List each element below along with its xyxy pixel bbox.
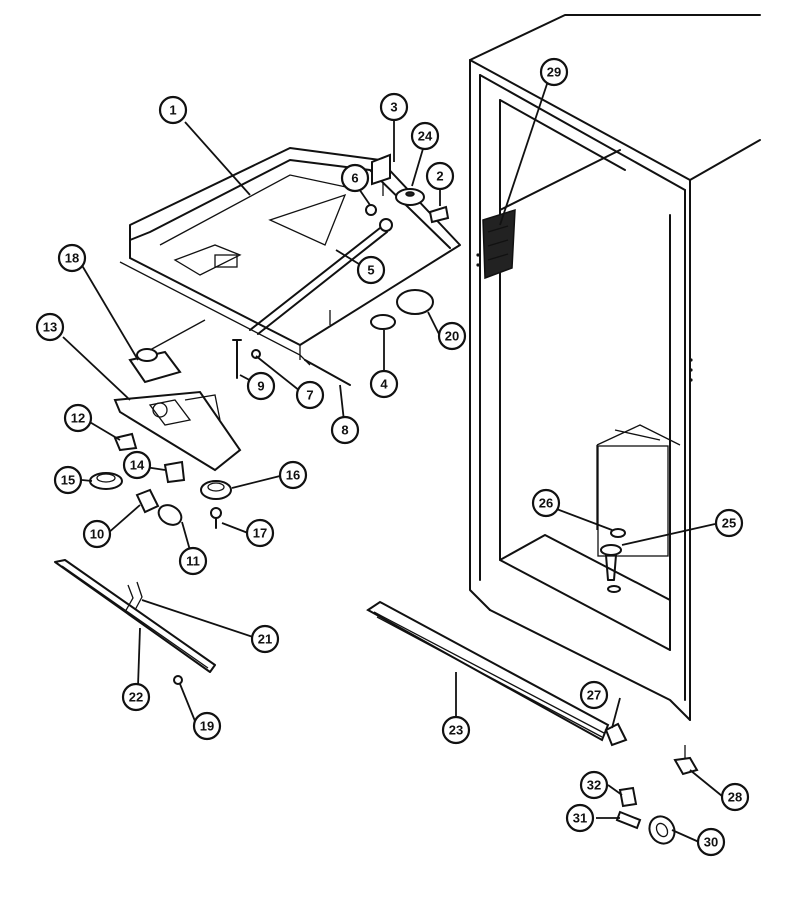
svg-text:11: 11 — [186, 554, 200, 569]
callout-7: 7 — [295, 380, 325, 410]
svg-text:20: 20 — [445, 329, 459, 344]
svg-text:28: 28 — [728, 790, 742, 805]
callout-15: 15 — [53, 465, 83, 495]
svg-text:32: 32 — [587, 778, 601, 793]
callout-28: 28 — [720, 782, 750, 812]
callout-25: 25 — [714, 508, 744, 538]
svg-text:7: 7 — [306, 388, 313, 403]
svg-text:12: 12 — [71, 411, 85, 426]
svg-text:10: 10 — [90, 527, 104, 542]
control-housing-illustration — [89, 319, 242, 529]
callout-6: 6 — [340, 163, 370, 193]
callout-2: 2 — [425, 161, 455, 191]
svg-text:24: 24 — [418, 129, 433, 144]
svg-text:14: 14 — [130, 458, 145, 473]
callouts: 1 2 3 4 5 6 7 8 9 10 11 12 13 14 15 16 1… — [35, 57, 750, 857]
svg-text:8: 8 — [341, 423, 348, 438]
callout-30: 30 — [696, 827, 726, 857]
callout-13: 13 — [35, 312, 65, 342]
callout-9: 9 — [246, 371, 276, 401]
callout-14: 14 — [122, 450, 152, 480]
svg-text:5: 5 — [367, 263, 374, 278]
svg-text:4: 4 — [380, 377, 388, 392]
svg-text:3: 3 — [390, 100, 397, 115]
callout-19: 19 — [192, 711, 222, 741]
svg-text:15: 15 — [61, 473, 75, 488]
svg-text:6: 6 — [351, 171, 358, 186]
svg-text:19: 19 — [200, 719, 214, 734]
svg-text:27: 27 — [587, 688, 601, 703]
callout-8: 8 — [330, 415, 360, 445]
svg-text:30: 30 — [704, 835, 718, 850]
cabinet-illustration — [469, 14, 761, 721]
base-parts-illustration — [54, 559, 699, 845]
callout-32: 32 — [579, 770, 609, 800]
callout-24: 24 — [410, 121, 440, 151]
callout-22: 22 — [121, 682, 151, 712]
callout-17: 17 — [245, 518, 275, 548]
leader-lines — [62, 74, 723, 843]
callout-20: 20 — [437, 321, 467, 351]
callout-12: 12 — [63, 403, 93, 433]
callout-5: 5 — [356, 255, 386, 285]
callout-4: 4 — [369, 369, 399, 399]
svg-text:18: 18 — [65, 251, 79, 266]
svg-text:26: 26 — [539, 496, 553, 511]
svg-text:23: 23 — [449, 723, 463, 738]
svg-text:21: 21 — [258, 632, 272, 647]
callout-31: 31 — [565, 803, 595, 833]
svg-text:9: 9 — [257, 379, 264, 394]
callout-27: 27 — [579, 680, 609, 710]
svg-text:22: 22 — [129, 690, 143, 705]
svg-text:31: 31 — [573, 811, 587, 826]
callout-18: 18 — [57, 243, 87, 273]
callout-11: 11 — [178, 546, 208, 576]
callout-29: 29 — [539, 57, 569, 87]
svg-text:1: 1 — [169, 103, 176, 118]
svg-text:29: 29 — [547, 65, 561, 80]
svg-text:13: 13 — [43, 320, 57, 335]
callout-23: 23 — [441, 715, 471, 745]
svg-text:2: 2 — [436, 169, 443, 184]
callout-21: 21 — [250, 624, 280, 654]
svg-text:16: 16 — [286, 468, 300, 483]
svg-text:17: 17 — [253, 526, 267, 541]
svg-text:25: 25 — [722, 516, 736, 531]
callout-16: 16 — [278, 460, 308, 490]
top-cover-illustration — [119, 147, 461, 386]
callout-26: 26 — [531, 488, 561, 518]
callout-10: 10 — [82, 519, 112, 549]
callout-3: 3 — [379, 92, 409, 122]
callout-1: 1 — [158, 95, 188, 125]
